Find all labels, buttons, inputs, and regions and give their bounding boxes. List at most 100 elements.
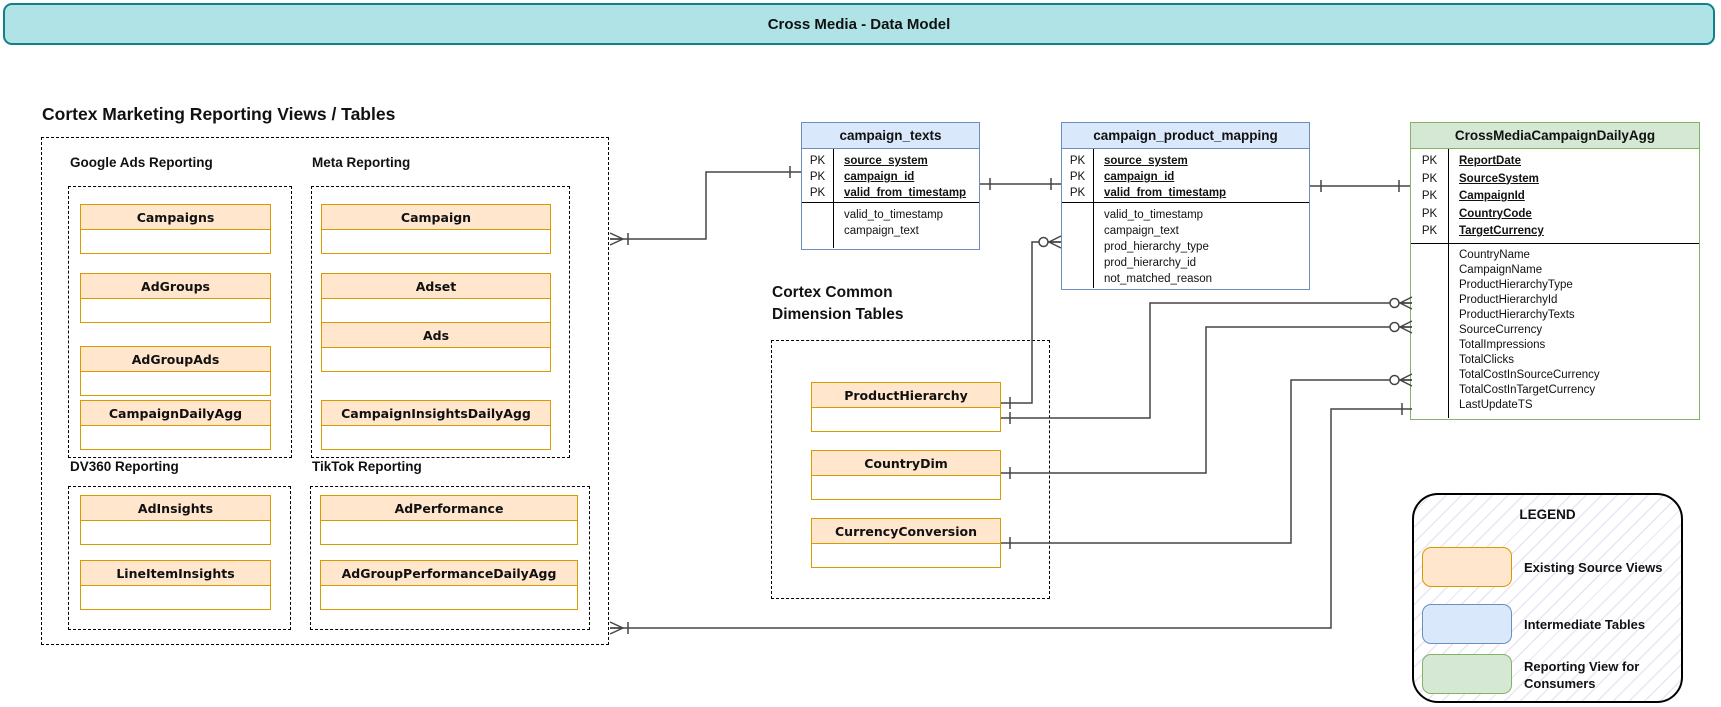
- group-label-meta: Meta Reporting: [312, 155, 411, 170]
- legend-swatch-reporting-view: [1422, 654, 1512, 694]
- node-adset-body: [322, 299, 550, 321]
- node-campaign: Campaign: [321, 204, 551, 254]
- cross-media-pk-column: PK PK PK PK PK: [1411, 149, 1449, 243]
- cpm-pk-fields: source_system campaign_id valid_from_tim…: [1094, 149, 1309, 202]
- node-producthierarchy-title: ProductHierarchy: [812, 383, 1000, 408]
- table-campaign-product-mapping-title: campaign_product_mapping: [1062, 123, 1309, 149]
- field: not_matched_reason: [1104, 273, 1213, 285]
- field: TotalCostInSourceCurrency: [1459, 369, 1600, 381]
- rel-countrydim-to-cross-media: [1001, 320, 1413, 479]
- field: source_system: [1104, 155, 1188, 167]
- cpm-fields: valid_to_timestamp campaign_text prod_hi…: [1094, 203, 1309, 288]
- node-adgroupperformancedailyagg: AdGroupPerformanceDailyAgg: [320, 560, 578, 610]
- field: ProductHierarchyId: [1459, 294, 1558, 306]
- node-campaigns-title: Campaigns: [81, 205, 270, 230]
- field: TotalImpressions: [1459, 339, 1546, 351]
- field: valid_from_timestamp: [844, 187, 967, 199]
- diagram-title: Cross Media - Data Model: [767, 15, 951, 33]
- node-campaign-body: [322, 230, 550, 252]
- cpm-pk-column: PK PK PK: [1062, 149, 1094, 202]
- legend-swatch-existing-source-views: [1422, 547, 1512, 587]
- campaign-texts-pk-column: PK PK PK: [802, 149, 834, 202]
- common-dims-heading-line2: Dimension Tables: [772, 306, 904, 323]
- field: ProductHierarchyTexts: [1459, 309, 1575, 321]
- table-cross-media-campaign-daily-agg: CrossMediaCampaignDailyAgg PK PK PK PK P…: [1410, 122, 1700, 420]
- cross-media-pk-fields: ReportDate SourceSystem CampaignId Count…: [1449, 149, 1699, 243]
- field: campaign_text: [844, 225, 919, 237]
- node-adgroupads-body: [81, 372, 270, 394]
- cross-media-empty-pk-column: [1411, 244, 1449, 418]
- common-dims-heading-line1: Cortex Common: [772, 284, 893, 301]
- node-adgroups-body: [81, 299, 270, 321]
- node-ads-body: [322, 348, 550, 370]
- field: LastUpdateTS: [1459, 399, 1533, 411]
- field: TargetCurrency: [1459, 225, 1544, 237]
- node-adperformance: AdPerformance: [320, 495, 578, 545]
- node-countrydim-body: [812, 476, 1000, 498]
- node-adgroupads-title: AdGroupAds: [81, 347, 270, 372]
- table-cross-media-title: CrossMediaCampaignDailyAgg: [1411, 123, 1699, 149]
- legend-label-intermediate-tables: Intermediate Tables: [1524, 617, 1646, 632]
- node-adgroups: AdGroups: [80, 273, 271, 323]
- node-campaigns-body: [81, 230, 270, 252]
- node-adinsights: AdInsights: [80, 495, 271, 545]
- node-countrydim-title: CountryDim: [812, 451, 1000, 476]
- field: valid_from_timestamp: [1104, 187, 1227, 199]
- field: ProductHierarchyType: [1459, 279, 1573, 291]
- diagram-title-bar: Cross Media - Data Model: [3, 3, 1715, 45]
- node-adgroupperformancedailyagg-title: AdGroupPerformanceDailyAgg: [321, 561, 577, 586]
- rel-currencyconversion-to-cross-media: [1001, 373, 1413, 549]
- node-adperformance-title: AdPerformance: [321, 496, 577, 521]
- common-dims-heading: Cortex Common Dimension Tables: [772, 282, 904, 326]
- field: CountryCode: [1459, 207, 1532, 220]
- group-label-dv360: DV360 Reporting: [70, 459, 179, 474]
- legend-label-existing-source-views: Existing Source Views: [1524, 560, 1663, 575]
- table-campaign-texts: campaign_texts PK PK PK source_system ca…: [801, 122, 980, 250]
- field: CampaignName: [1459, 264, 1543, 276]
- group-label-google-ads: Google Ads Reporting: [70, 155, 213, 170]
- field: valid_to_timestamp: [1104, 209, 1204, 221]
- node-adset: Adset: [321, 273, 551, 323]
- field: ReportDate: [1459, 155, 1521, 167]
- node-adgroups-title: AdGroups: [81, 274, 270, 299]
- node-adset-title: Adset: [322, 274, 550, 299]
- field: SourceCurrency: [1459, 324, 1543, 336]
- group-box-meta: [311, 186, 570, 458]
- field: source_system: [844, 155, 928, 167]
- rel-cpm-to-cross-media: [1310, 180, 1410, 192]
- field: CountryName: [1459, 249, 1530, 261]
- node-adinsights-body: [81, 521, 270, 543]
- node-campaigns: Campaigns: [80, 204, 271, 254]
- node-adgroupads: AdGroupAds: [80, 346, 271, 396]
- node-currencyconversion-title: CurrencyConversion: [812, 519, 1000, 544]
- campaign-texts-empty-pk-column: [802, 203, 834, 248]
- table-campaign-product-mapping: campaign_product_mapping PK PK PK source…: [1061, 122, 1310, 290]
- node-adperformance-body: [321, 521, 577, 543]
- campaign-texts-pk-fields: source_system campaign_id valid_from_tim…: [834, 149, 979, 202]
- node-adgroupperformancedailyagg-body: [321, 586, 577, 608]
- node-producthierarchy-body: [812, 408, 1000, 430]
- field: prod_hierarchy_id: [1104, 257, 1197, 269]
- marketing-section-heading: Cortex Marketing Reporting Views / Table…: [42, 104, 396, 124]
- group-box-tiktok: [310, 486, 590, 630]
- node-campaigninsightsdailyagg: CampaignInsightsDailyAgg: [321, 400, 551, 450]
- cpm-empty-pk-column: [1062, 203, 1094, 288]
- node-currencyconversion: CurrencyConversion: [811, 518, 1001, 568]
- field: prod_hierarchy_type: [1104, 241, 1209, 253]
- legend: LEGEND Existing Source Views Intermediat…: [1412, 493, 1683, 703]
- node-campaigninsightsdailyagg-body: [322, 426, 550, 448]
- node-ads-title: Ads: [322, 323, 550, 348]
- node-ads: Ads: [321, 322, 551, 372]
- node-adinsights-title: AdInsights: [81, 496, 270, 521]
- node-campaigndailyagg-title: CampaignDailyAgg: [81, 401, 270, 426]
- node-campaigndailyagg-body: [81, 426, 270, 448]
- legend-swatch-intermediate-tables: [1422, 604, 1512, 644]
- field: TotalClicks: [1459, 354, 1514, 366]
- legend-title: LEGEND: [1519, 507, 1576, 522]
- rel-sources-to-campaign-texts: [609, 166, 801, 246]
- node-lineiteminsights-title: LineItemInsights: [81, 561, 270, 586]
- node-currencyconversion-body: [812, 544, 1000, 566]
- cross-media-fields: CountryName CampaignName ProductHierarch…: [1449, 244, 1699, 418]
- field: campaign_id: [1104, 171, 1175, 183]
